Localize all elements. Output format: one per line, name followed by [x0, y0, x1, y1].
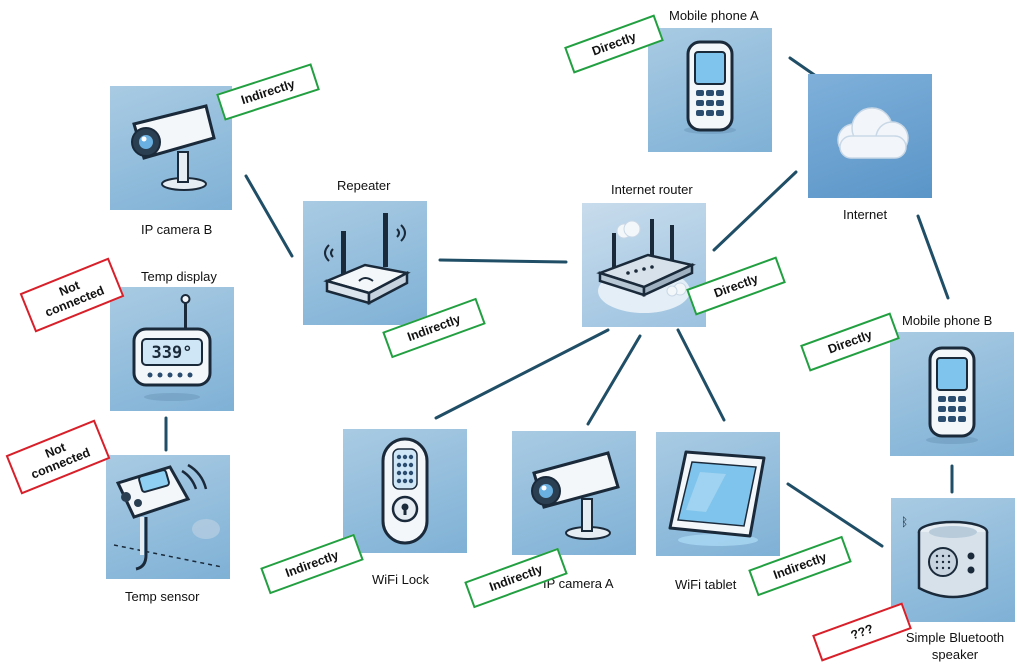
bluetooth-speaker-label: Simple Bluetooth speaker [896, 629, 1014, 663]
link-router-lock [434, 328, 610, 420]
link-router-internet [712, 170, 798, 252]
mobile-phone-a-image [648, 28, 772, 152]
router-icon [323, 213, 411, 306]
security-camera-icon [531, 451, 620, 540]
bluetooth-speaker-image: ᛒ [891, 498, 1015, 622]
mobile-phone-icon [684, 40, 736, 134]
ip-camera-a-image [512, 431, 636, 555]
wifi-lock-label: WiFi Lock [372, 572, 430, 587]
mobile-phone-b-label: Mobile phone B [902, 313, 993, 328]
temp-sensor-label: Temp sensor [125, 589, 200, 604]
svg-text:ᛒ: ᛒ [901, 515, 908, 529]
svg-text:339°: 339° [152, 343, 193, 363]
router-icon [596, 219, 696, 313]
repeater-image [303, 201, 427, 325]
link-router-tablet [676, 328, 726, 422]
ip-camera-b-image [110, 86, 232, 210]
sensor-icon [113, 463, 223, 571]
temp-sensor-image [106, 455, 230, 579]
internet-router-label: Internet router [611, 182, 693, 197]
link-tablet-speaker [786, 482, 884, 548]
temp-display-image: 339° [110, 287, 234, 411]
ip-camera-a-label: IP camera A [543, 576, 614, 591]
repeater-label: Repeater [337, 178, 391, 193]
internet-router-image [582, 203, 706, 327]
cloud-icon [837, 107, 909, 159]
link-router-camera-a [586, 334, 642, 426]
security-camera-icon [131, 104, 216, 191]
bluetooth-speaker-label-line1: Simple Bluetooth [905, 630, 1005, 645]
wifi-tablet-image [656, 432, 780, 556]
internet-image [808, 74, 932, 198]
wifi-lock-image [343, 429, 467, 553]
mobile-phone-b-image [890, 332, 1014, 456]
link-camera-b-repeater [244, 174, 294, 258]
mobile-phone-a-label: Mobile phone A [669, 8, 759, 23]
internet-label: Internet [843, 207, 888, 222]
link-repeater-router [438, 258, 568, 264]
mobile-phone-icon [926, 346, 978, 444]
thermostat-icon: 339° [132, 294, 212, 401]
link-internet-phone-b [916, 214, 950, 300]
smart-lock-icon [381, 437, 429, 545]
bluetooth-speaker-label-line2: speaker [931, 647, 979, 662]
tablet-icon [668, 450, 766, 546]
speaker-icon: ᛒ [901, 515, 989, 599]
wifi-tablet-label: WiFi tablet [675, 577, 737, 592]
temp-display-label: Temp display [141, 269, 217, 284]
ip-camera-b-label: IP camera B [141, 222, 213, 237]
